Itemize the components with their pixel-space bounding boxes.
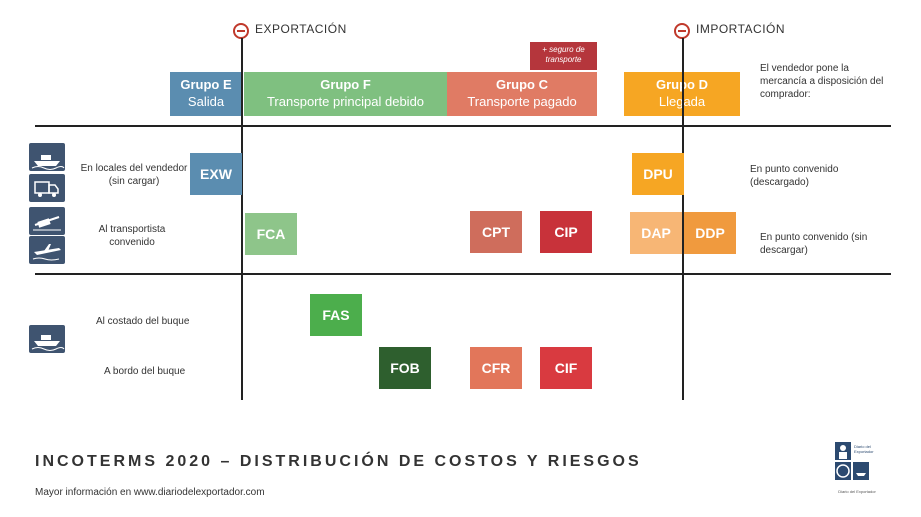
group-f: Grupo F Transporte principal debido (244, 72, 447, 116)
logo-icon: Diario del Exportador (835, 442, 874, 480)
importacion-marker-icon (674, 23, 690, 39)
group-c-title: Grupo C (496, 77, 548, 92)
label-transportista: Al transportista convenido (98, 224, 166, 248)
term-cip: CIP (540, 211, 592, 253)
group-e: Grupo E Salida (170, 72, 242, 116)
term-fob: FOB (379, 347, 431, 389)
group-e-title: Grupo E (180, 77, 232, 92)
group-f-title: Grupo F (320, 77, 371, 92)
term-cfr: CFR (470, 347, 522, 389)
logo-text: Diario del Exportador (838, 489, 876, 494)
importacion-label: IMPORTACIÓN (696, 22, 786, 36)
label-costado-buque: Al costado del buque (96, 316, 190, 327)
term-fca: FCA (245, 213, 297, 255)
group-e-sub: Salida (187, 94, 225, 109)
label-descargado: En punto convenido (descargado) (750, 164, 839, 188)
exportacion-label: EXPORTACIÓN (255, 22, 347, 36)
group-f-sub: Transporte principal debido (266, 94, 425, 109)
train-icon (29, 207, 65, 235)
logo: Diario del Exportador Diario del Exporta… (833, 440, 881, 494)
ship-icon-sea (29, 325, 65, 353)
exportacion-axis (241, 38, 243, 400)
term-ddp: DDP (684, 212, 736, 254)
term-cif: CIF (540, 347, 592, 389)
ship-icon (29, 143, 65, 171)
term-dap: DAP (630, 212, 682, 254)
term-dpu: DPU (632, 153, 684, 195)
divider-top (35, 125, 891, 127)
term-exw: EXW (190, 153, 242, 195)
seller-note: El vendedor pone la mercancía a disposic… (760, 63, 884, 100)
truck-icon (29, 174, 65, 202)
label-locales-vendedor: En locales del vendedor (sin cargar) (80, 163, 188, 187)
svg-text:Diario del: Diario del (854, 444, 871, 449)
term-cpt: CPT (470, 211, 522, 253)
page-title: INCOTERMS 2020 – DISTRIBUCIÓN DE COSTOS … (35, 453, 642, 470)
footer-link: Mayor información en www.diariodelexport… (35, 487, 265, 498)
svg-text:Exportador: Exportador (854, 449, 874, 454)
exportacion-marker-icon (233, 23, 249, 39)
insurance-note: + seguro de transporte (530, 42, 597, 70)
group-c: Grupo C Transporte pagado (447, 72, 597, 116)
plane-icon (29, 236, 65, 264)
divider-middle (35, 273, 891, 275)
label-sin-descargar: En punto convenido (sin descargar) (760, 232, 868, 256)
label-bordo-buque: A bordo del buque (104, 366, 186, 377)
group-c-sub: Transporte pagado (467, 94, 577, 109)
importacion-axis (682, 38, 684, 400)
term-fas: FAS (310, 294, 362, 336)
